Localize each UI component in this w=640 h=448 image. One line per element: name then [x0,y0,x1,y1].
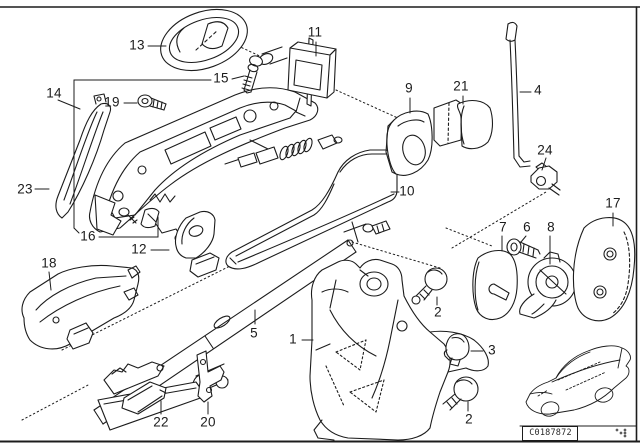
callout-8: 8 [547,219,555,235]
callout-leader-lines [34,41,614,415]
part-22-cover-drawing [121,381,167,415]
part-20-bracket-drawing [196,350,225,403]
part-12-bracket-drawing [174,210,220,278]
part-19-screw-drawing [137,94,167,111]
part-1-door-lock-drawing [309,258,489,441]
callout-10: 10 [399,183,415,199]
part-16-fastener-set-drawing [73,79,212,238]
callout-15: 15 [213,70,229,86]
part-7-gasket-drawing [472,249,518,321]
callout-20: 20 [200,414,216,430]
callout-4: 4 [534,82,542,98]
diagram-code-stamp: C0187872 [529,428,572,438]
callout-19: 19 [104,94,120,110]
part-17-sound-pad-drawing [572,217,636,322]
part-6-screw-drawing [506,238,541,259]
callout-16: 16 [80,228,96,244]
callout-11: 11 [307,24,323,40]
handle-carrier-assembly-drawing [88,87,319,244]
part-3-grommet-drawing [443,333,470,367]
car-locator-drawing [525,345,631,417]
part-21-cover-cap-drawing [433,99,493,150]
corner-mark [615,428,627,438]
pin-and-clip-drawing [343,220,391,247]
part-14-23-gasket-strip-drawing [55,93,112,219]
callout-7: 7 [499,219,507,235]
part-2-screw-upper-drawing [415,267,448,301]
part-8-cylinder-housing-drawing [519,251,577,319]
callout-22: 22 [153,414,169,430]
callout-23: 23 [17,181,33,197]
part-15-screw-drawing [241,55,263,94]
part-9-cover-cap-drawing [385,110,433,176]
callout-18: 18 [41,255,57,271]
callout-14: 14 [46,85,62,101]
callout-17: 17 [605,195,621,211]
part-18-door-trim-drawing [21,264,141,350]
callout-6: 6 [523,219,531,235]
part-13-interior-handle-trim-drawing [160,8,248,72]
callout-1: 1 [289,331,297,347]
callout-24: 24 [537,142,553,158]
callout-13: 13 [129,37,145,53]
callout-2-upper: 2 [434,304,442,320]
part-4-lock-rod-drawing [505,21,531,168]
callout-21: 21 [453,78,469,94]
cable-with-spring-drawing [224,134,343,168]
page-frame [0,6,640,443]
callout-9: 9 [405,80,413,96]
callout-12: 12 [131,241,147,257]
callout-5: 5 [250,325,258,341]
callout-2-lower: 2 [465,411,473,427]
part-24-grommet-clip-drawing [530,162,561,196]
part-2-screw-lower-drawing [442,376,479,411]
callout-3: 3 [488,342,496,358]
